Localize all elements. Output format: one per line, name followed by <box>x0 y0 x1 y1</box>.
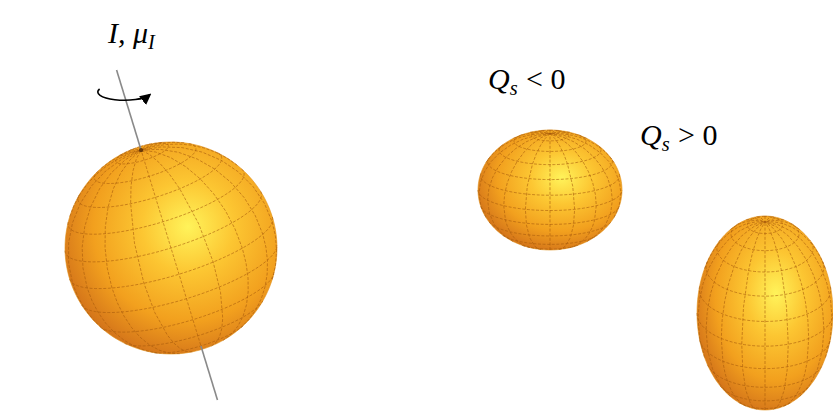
spin-subscript: I <box>148 31 155 53</box>
nucleus-sphere <box>65 142 277 354</box>
oblate-spheroid <box>478 130 622 250</box>
rotation-arrow <box>98 89 150 100</box>
label-group: I, μI <box>108 18 155 53</box>
quadrupole-label: Q <box>488 62 510 95</box>
body-surface <box>478 130 622 250</box>
quadrupole-subscript: s <box>510 77 518 99</box>
grid-lines <box>478 130 622 250</box>
body-surface <box>697 216 833 410</box>
prolate-spheroid <box>697 216 833 410</box>
label-group: Qs < 0 <box>488 64 565 99</box>
sign-condition: > 0 <box>678 118 717 151</box>
sign-condition: < 0 <box>526 62 565 95</box>
quadrupole-subscript: s <box>662 133 670 155</box>
axis-line <box>117 70 141 150</box>
grid-lines <box>65 142 277 353</box>
spin-label: I, μ <box>108 16 148 49</box>
quadrupole-label: Q <box>640 118 662 151</box>
axis-line <box>201 346 218 400</box>
body-surface <box>65 142 277 354</box>
grid-lines <box>697 216 833 410</box>
label-group: Qs > 0 <box>640 120 717 155</box>
pole-dot <box>139 148 143 152</box>
